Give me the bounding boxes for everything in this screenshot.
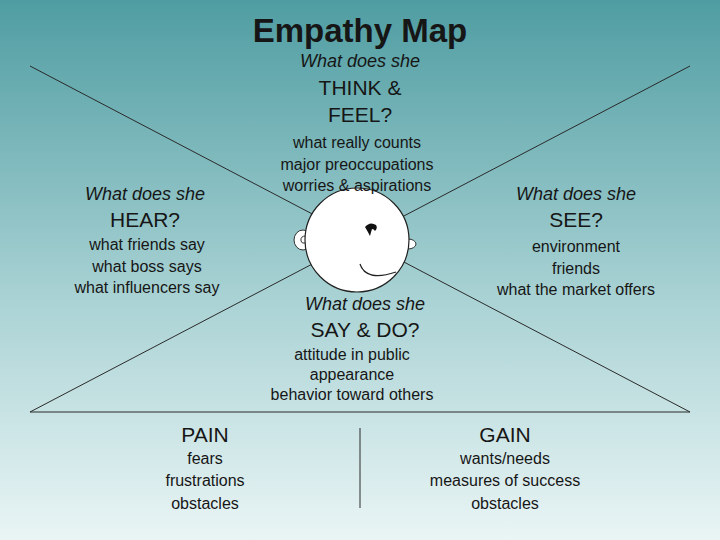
- section-body: wants/needs measures of success obstacle…: [430, 448, 580, 515]
- quadrant-heading: SAY & DO?: [311, 316, 420, 343]
- text-line: HEAR?: [110, 206, 180, 233]
- text-line: What does she: [300, 50, 420, 73]
- text-line: what influencers say: [75, 277, 220, 299]
- text-line: What does she: [85, 183, 205, 206]
- quadrant-heading: SEE?: [549, 206, 603, 233]
- diagonal-line: [30, 66, 690, 412]
- text-line: friends: [497, 258, 655, 280]
- quadrant-prompt: What does she: [85, 183, 205, 206]
- text-line: THINK &: [319, 74, 402, 101]
- text-line: what really counts: [281, 132, 434, 154]
- text-line: what boss says: [75, 256, 220, 278]
- text-line: appearance: [271, 365, 434, 385]
- text-line: environment: [497, 236, 655, 258]
- text-line: obstacles: [430, 493, 580, 515]
- quadrant-prompt: What does she: [516, 183, 636, 206]
- text-line: FEEL?: [319, 101, 402, 128]
- quadrant-prompt: What does she: [300, 50, 420, 73]
- face: [294, 188, 416, 292]
- head: [305, 188, 409, 292]
- quadrant-body: what friends say what boss says what inf…: [75, 234, 220, 299]
- quadrant-lines: [30, 66, 690, 508]
- diagonal-line: [30, 66, 690, 412]
- text-line: What does she: [305, 293, 425, 316]
- quadrant-heading: HEAR?: [110, 206, 180, 233]
- text-line: what friends say: [75, 234, 220, 256]
- quadrant-body: environment friends what the market offe…: [497, 236, 655, 301]
- text-line: behavior toward others: [271, 385, 434, 405]
- text-line: GAIN: [479, 421, 530, 448]
- text-line: What does she: [516, 183, 636, 206]
- text-line: SEE?: [549, 206, 603, 233]
- text-line: SAY & DO?: [311, 316, 420, 343]
- diagram-title: Empathy Map: [253, 12, 468, 50]
- section-body: fears frustrations obstacles: [165, 448, 244, 515]
- eye: [365, 223, 377, 236]
- quadrant-prompt: What does she: [305, 293, 425, 316]
- text-line: PAIN: [181, 421, 228, 448]
- text-line: major preoccupations: [281, 154, 434, 176]
- quadrant-body: attitude in public appearance behavior t…: [271, 345, 434, 405]
- quadrant-body: what really counts major preoccupations …: [281, 132, 434, 197]
- text-line: worries & aspirations: [281, 175, 434, 197]
- text-line: wants/needs: [430, 448, 580, 470]
- text-line: obstacles: [165, 493, 244, 515]
- divider-line: [360, 428, 361, 508]
- section-heading: PAIN: [181, 421, 228, 448]
- divider-line: [30, 412, 690, 413]
- text-line: what the market offers: [497, 279, 655, 301]
- text-line: attitude in public: [271, 345, 434, 365]
- text-line: frustrations: [165, 470, 244, 492]
- text-line: measures of success: [430, 470, 580, 492]
- section-heading: GAIN: [479, 421, 530, 448]
- mouth: [360, 264, 396, 276]
- text-line: fears: [165, 448, 244, 470]
- quadrant-heading: THINK & FEEL?: [319, 74, 402, 129]
